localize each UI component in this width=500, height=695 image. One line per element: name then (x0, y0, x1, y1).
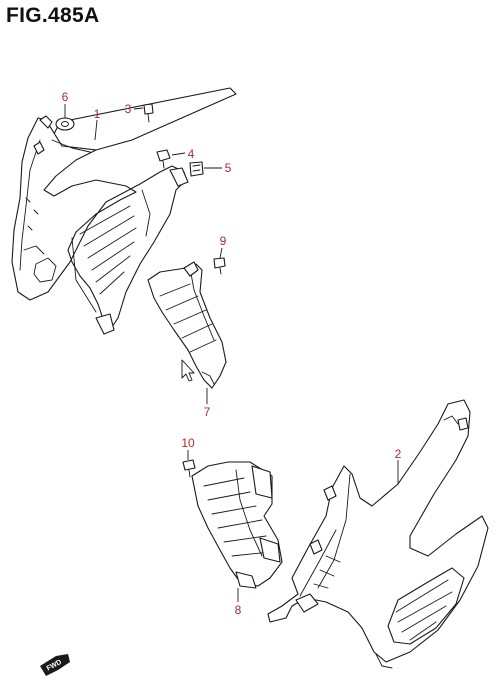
callout-10: 10 (181, 436, 195, 450)
callout-6: 6 (62, 90, 69, 104)
part-7-upper-bracket[interactable] (147, 261, 227, 389)
part-10-screw[interactable] (182, 459, 196, 478)
mouse-cursor-icon (181, 359, 195, 382)
callout-3: 3 (125, 102, 132, 116)
callout-1: 1 (94, 107, 101, 121)
part-2-lower-side-cowling[interactable] (267, 399, 489, 669)
fwd-arrow-icon: FWD (40, 654, 70, 676)
part-1-upper-side-cowling[interactable] (11, 87, 237, 335)
callout-7: 7 (204, 405, 211, 419)
callout-8: 8 (235, 603, 242, 617)
callout-9: 9 (220, 234, 227, 248)
part-5-clip-nut[interactable] (189, 161, 204, 177)
part-6-grommet[interactable] (55, 117, 75, 131)
callout-4: 4 (188, 147, 195, 161)
callout-5: 5 (225, 161, 232, 175)
figure-title: FIG.485A (6, 4, 100, 27)
part-4-bolt[interactable] (156, 149, 171, 169)
callout-2: 2 (395, 447, 402, 461)
leader-lines (64, 104, 399, 602)
part-9-screw[interactable] (213, 257, 226, 275)
part-3-screw[interactable] (143, 103, 154, 123)
part-8-lower-bracket[interactable] (191, 461, 283, 589)
